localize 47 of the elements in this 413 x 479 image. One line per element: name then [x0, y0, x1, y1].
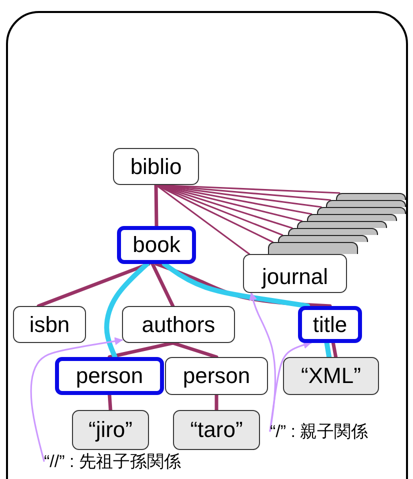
node-label: “taro” — [190, 417, 243, 443]
connector-line — [269, 341, 312, 432]
text-value-box — [72, 410, 149, 450]
node-label: “jiro” — [88, 417, 132, 443]
stacked-box — [278, 235, 368, 242]
highlighted-element-box — [298, 306, 362, 343]
highlighted-element-box — [55, 357, 164, 395]
connector-line — [214, 393, 218, 412]
connector-line — [104, 262, 150, 360]
connector-line — [324, 340, 332, 360]
node-label: isbn — [29, 312, 70, 338]
connector-line — [108, 341, 175, 359]
element-box — [243, 254, 347, 293]
element-box — [165, 357, 268, 395]
node-label: book — [132, 232, 180, 258]
connector-line — [150, 262, 175, 308]
node-label: biblio — [130, 154, 182, 180]
element-box — [113, 148, 199, 185]
connector-line — [249, 292, 276, 432]
element-box — [13, 306, 86, 343]
stacked-box — [316, 207, 406, 214]
element-box — [122, 306, 235, 343]
stacked-box — [297, 221, 388, 228]
connector-line — [155, 184, 250, 255]
note-text: “/” : 親子関係 — [270, 420, 368, 442]
node-label: “XML” — [301, 363, 361, 389]
node-label: title — [312, 312, 348, 338]
stacked-box — [268, 242, 358, 254]
stacked-box — [326, 200, 406, 207]
text-value-box — [173, 410, 260, 450]
connector-line — [331, 341, 338, 359]
stacked-box — [336, 193, 406, 200]
stacked-box — [288, 228, 378, 235]
stacked-box — [306, 214, 397, 221]
note-text: “//” : 先祖子孫関係 — [44, 450, 181, 472]
connector-line — [171, 341, 218, 359]
node-label: person — [76, 363, 144, 389]
node-label: authors — [142, 312, 216, 338]
connector-line — [108, 393, 112, 412]
node-label: journal — [262, 264, 328, 290]
connector-line — [36, 262, 150, 308]
connector-line — [154, 183, 158, 228]
node-label: person — [182, 363, 250, 389]
text-value-box — [283, 357, 379, 395]
connector-line — [162, 262, 310, 308]
connector-line — [30, 337, 123, 462]
highlighted-element-box — [117, 226, 196, 264]
